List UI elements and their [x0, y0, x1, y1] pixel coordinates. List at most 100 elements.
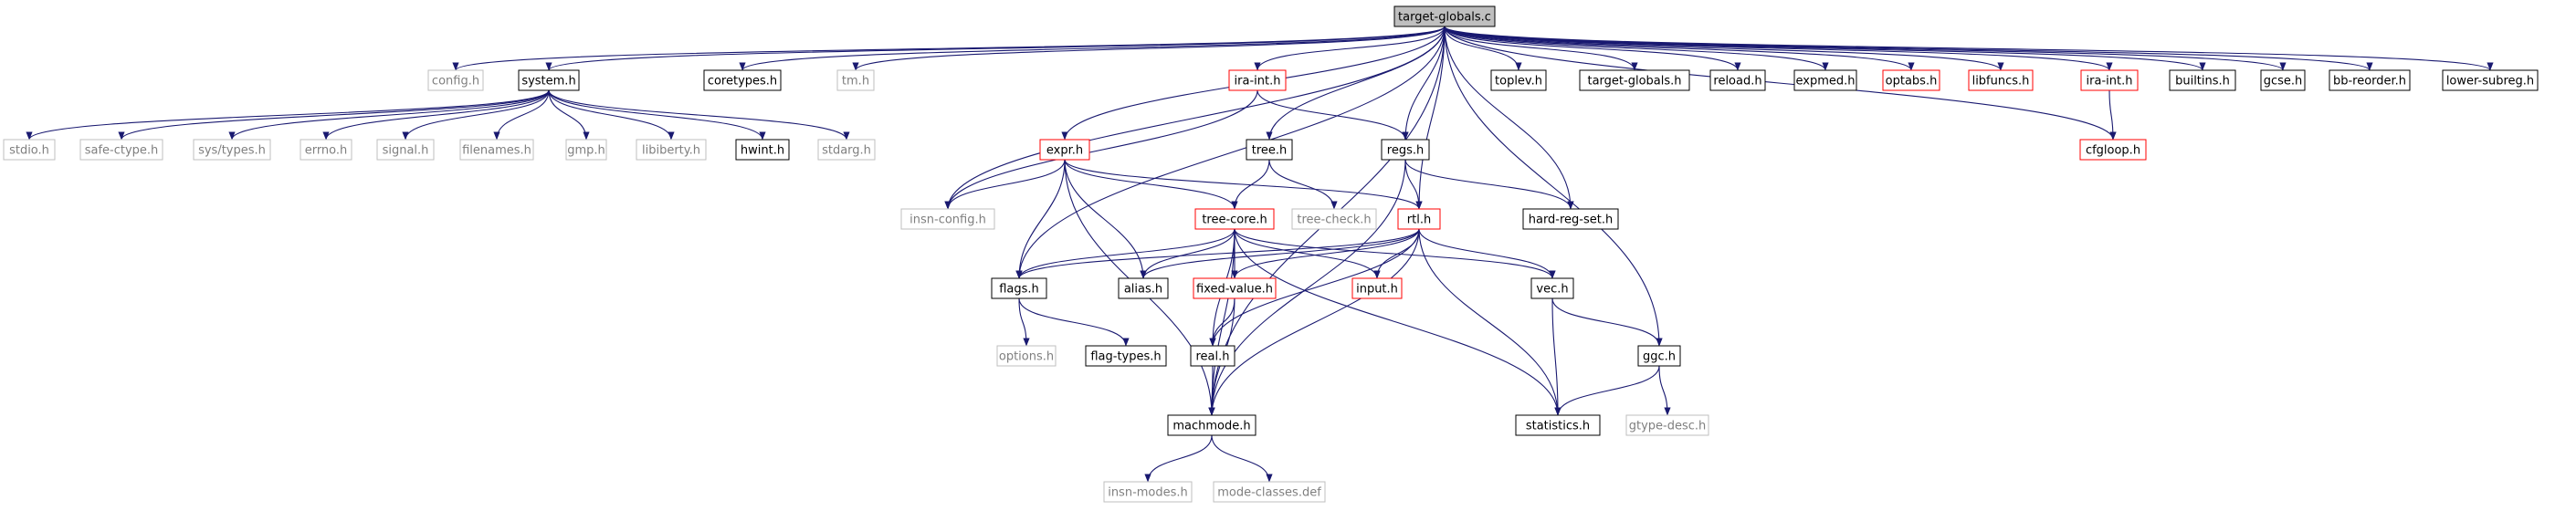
node-box	[376, 139, 435, 161]
node-tree-h[interactable]: tree.h	[1246, 139, 1293, 161]
node-box	[1167, 414, 1256, 436]
node-tree-core-h[interactable]: tree-core.h	[1194, 208, 1275, 230]
node-label: libfuncs.h	[1972, 75, 2030, 89]
node-alias-h[interactable]: alias.h	[1118, 277, 1169, 299]
node-box	[1085, 345, 1167, 367]
node-lower-subreg-h[interactable]: lower-subreg.h	[2442, 69, 2539, 91]
node-label: gcse.h	[2264, 75, 2303, 89]
node-real-h[interactable]: real.h	[1190, 345, 1235, 367]
node-flag-types-h[interactable]: flag-types.h	[1085, 345, 1167, 367]
node-hwint-h[interactable]: hwint.h	[735, 139, 790, 161]
edge-regs-h-to-rtl-h	[1404, 159, 1423, 210]
node-tree-check-h: tree-check.h	[1291, 208, 1377, 230]
edge-real-h-to-machmode-h	[1208, 365, 1215, 416]
node-input-h[interactable]: input.h	[1351, 277, 1403, 299]
node-label: alias.h	[1124, 283, 1162, 297]
node-gcse-h[interactable]: gcse.h	[2260, 69, 2306, 91]
node-statistics-h[interactable]: statistics.h	[1515, 414, 1601, 436]
node-ira-int-h[interactable]: ira-int.h	[1228, 69, 1287, 91]
edge-target-globals-c-to-target-globals-h	[1444, 26, 1638, 71]
node-options-h: options.h	[996, 345, 1057, 367]
node-label: rtl.h	[1407, 214, 1431, 227]
node-vec-h[interactable]: vec.h	[1530, 277, 1574, 299]
node-system-h[interactable]: system.h	[518, 69, 580, 91]
node-libfuncs-h[interactable]: libfuncs.h	[1968, 69, 2034, 91]
node-rtl-h[interactable]: rtl.h	[1397, 208, 1441, 230]
node-box	[1968, 69, 2034, 91]
node-box	[2442, 69, 2539, 91]
node-label: libiberty.h	[642, 144, 700, 158]
edge-tree-core-h-to-vec-h	[1234, 228, 1556, 279]
node-ggc-h[interactable]: ggc.h	[1637, 345, 1681, 367]
node-label: sys/types.h	[198, 144, 266, 158]
edge-rtl-h-to-real-h	[1209, 228, 1420, 347]
node-box	[2329, 69, 2411, 91]
node-ira-int-h-2[interactable]: ira-int.h	[2080, 69, 2139, 91]
node-builtins-h[interactable]: builtins.h	[2169, 69, 2236, 91]
edge-target-globals-c-to-expmed-h	[1444, 26, 1829, 71]
node-label: hwint.h	[741, 144, 784, 158]
node-box	[996, 345, 1057, 367]
edge-rtl-h-to-vec-h	[1418, 228, 1556, 279]
node-label: flags.h	[999, 283, 1039, 297]
node-box	[1381, 139, 1430, 161]
edge-system-h-to-libiberty-h	[548, 89, 675, 141]
node-target-globals-c[interactable]: target-globals.c	[1393, 5, 1496, 27]
edge-system-h-to-stdio-h	[26, 89, 550, 141]
node-box	[565, 139, 607, 161]
edge-vec-h-to-ggc-h	[1551, 297, 1663, 347]
edge-target-globals-c-to-gcse-h	[1444, 26, 2287, 71]
node-label: flag-types.h	[1090, 350, 1161, 364]
edge-rtl-h-to-alias-h	[1140, 228, 1420, 279]
node-label: cfgloop.h	[2086, 144, 2140, 158]
edge-tree-core-h-to-input-h	[1234, 228, 1381, 279]
edge-rtl-h-to-statistics-h	[1418, 228, 1561, 416]
node-hard-reg-set-h[interactable]: hard-reg-set.h	[1522, 208, 1619, 230]
node-label: errno.h	[305, 144, 348, 158]
edge-target-globals-c-to-ira-int-h	[1254, 26, 1446, 71]
edge-target-globals-c-to-coretypes-h	[739, 26, 1446, 71]
node-box	[1637, 345, 1681, 367]
node-filenames-h: filenames.h	[459, 139, 534, 161]
node-optabs-h[interactable]: optabs.h	[1882, 69, 1940, 91]
edge-tree-core-h-to-statistics-h	[1234, 228, 1561, 416]
node-expmed-h[interactable]: expmed.h	[1793, 69, 1857, 91]
node-machmode-h[interactable]: machmode.h	[1167, 414, 1256, 436]
node-flags-h[interactable]: flags.h	[991, 277, 1047, 299]
node-tm-h: tm.h	[836, 69, 875, 91]
node-box	[79, 139, 163, 161]
node-box	[427, 69, 484, 91]
node-label: options.h	[999, 350, 1054, 364]
edge-ira-int-h-2-to-cfgloop-h	[2108, 89, 2117, 141]
node-box	[193, 139, 271, 161]
node-config-h: config.h	[427, 69, 484, 91]
node-box	[1393, 5, 1496, 27]
edge-system-h-to-safe-ctype-h	[118, 89, 550, 141]
edge-target-globals-c-to-reload-h	[1444, 26, 1741, 71]
node-box	[1351, 277, 1403, 299]
node-expr-h[interactable]: expr.h	[1039, 139, 1090, 161]
edge-ira-int-h-to-insn-config-h	[944, 89, 1258, 210]
node-errno-h: errno.h	[300, 139, 352, 161]
edge-flags-h-to-options-h	[1018, 297, 1030, 347]
node-bb-reorder-h[interactable]: bb-reorder.h	[2329, 69, 2411, 91]
node-label: gtype-desc.h	[1629, 420, 1707, 433]
edge-ggc-h-to-gtype-desc-h	[1658, 365, 1671, 416]
edge-machmode-h-to-mode-classes-def	[1211, 434, 1273, 483]
node-coretypes-h[interactable]: coretypes.h	[703, 69, 782, 91]
node-box	[2079, 139, 2147, 161]
node-reload-h[interactable]: reload.h	[1709, 69, 1766, 91]
node-cfgloop-h[interactable]: cfgloop.h	[2079, 139, 2147, 161]
edge-target-globals-c-to-system-h	[545, 26, 1446, 71]
edge-flags-h-to-flag-types-h	[1018, 297, 1130, 347]
node-regs-h[interactable]: regs.h	[1381, 139, 1430, 161]
edge-expr-h-to-alias-h	[1064, 159, 1147, 279]
node-label: hard-reg-set.h	[1529, 214, 1614, 227]
node-insn-modes-h: insn-modes.h	[1103, 481, 1193, 503]
edge-regs-h-to-hard-reg-set-h	[1404, 159, 1574, 210]
edge-target-globals-c-to-optabs-h	[1444, 26, 1915, 71]
node-fixed-value-h[interactable]: fixed-value.h	[1193, 277, 1277, 299]
node-target-globals-h[interactable]: target-globals.h	[1579, 69, 1690, 91]
node-toplev-h[interactable]: toplev.h	[1490, 69, 1547, 91]
